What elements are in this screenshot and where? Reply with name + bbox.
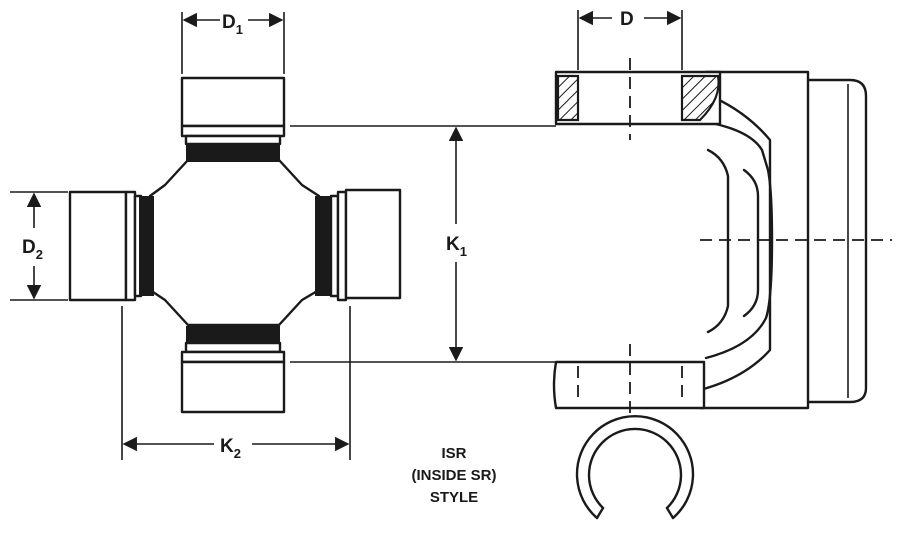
yoke-top-ear bbox=[554, 70, 722, 126]
left-trunnion bbox=[68, 190, 154, 302]
dimension-k1-label: K1 bbox=[446, 234, 467, 259]
bottom-trunnion bbox=[180, 326, 286, 414]
dimension-d-label: D bbox=[620, 9, 634, 30]
dimension-k1: K1 bbox=[446, 126, 467, 362]
style-note: ISR (INSIDE SR) STYLE bbox=[411, 445, 496, 506]
style-note-line3: STYLE bbox=[430, 489, 478, 506]
dimension-d2: D2 bbox=[10, 191, 68, 301]
universal-joint-cross bbox=[68, 76, 402, 414]
snap-ring bbox=[575, 415, 695, 520]
top-trunnion bbox=[180, 76, 286, 162]
dimension-d: D bbox=[577, 9, 683, 70]
yoke bbox=[552, 58, 892, 418]
dimension-d1-label: D1 bbox=[222, 12, 243, 37]
style-note-line1: ISR bbox=[441, 445, 466, 462]
dimension-d1: D1 bbox=[181, 12, 285, 74]
dimension-k2-label: K2 bbox=[220, 436, 241, 461]
style-note-line2: (INSIDE SR) bbox=[411, 467, 496, 484]
yoke-bottom-ear bbox=[552, 360, 706, 410]
right-trunnion bbox=[315, 188, 402, 302]
cross-body bbox=[148, 158, 321, 327]
dimension-d2-label: D2 bbox=[22, 237, 43, 262]
dimension-k2: K2 bbox=[121, 306, 351, 461]
yoke-rear-flange bbox=[804, 78, 868, 404]
